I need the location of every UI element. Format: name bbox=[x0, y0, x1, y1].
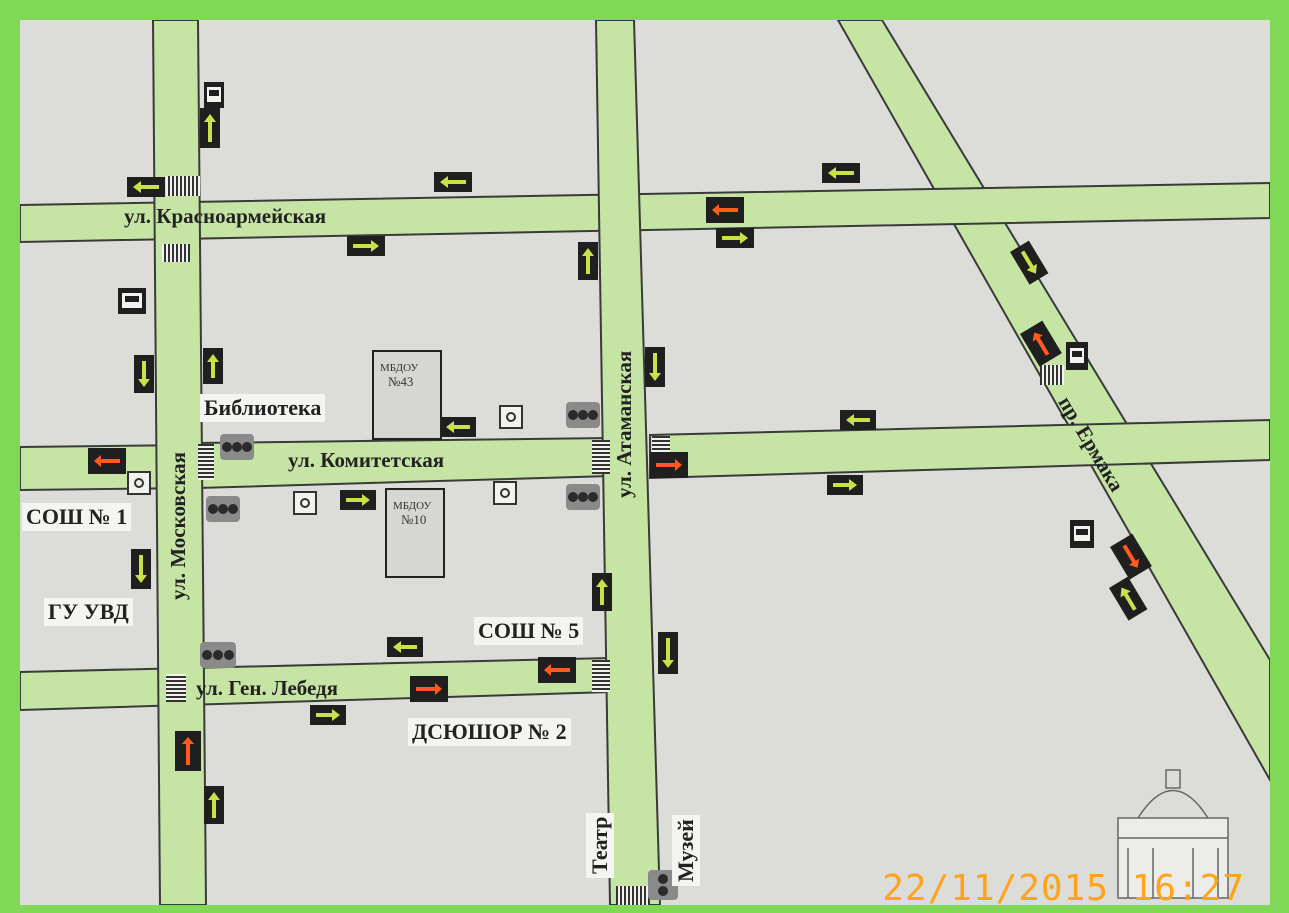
one-way-arrow-sign bbox=[578, 242, 598, 280]
one-way-arrow-sign bbox=[840, 410, 876, 430]
one-way-arrow-sign bbox=[592, 573, 612, 611]
one-way-arrow-sign bbox=[1010, 240, 1049, 285]
one-way-arrow-sign bbox=[203, 348, 223, 384]
traffic-light-icon bbox=[566, 402, 600, 428]
oncoming-arrow-sign bbox=[650, 452, 688, 478]
pedestrian-crossing bbox=[166, 176, 200, 196]
one-way-arrow-sign bbox=[827, 475, 863, 495]
hand-drawn-map: МБДОУ №43 МБДОУ №10 ул. Красноармейская … bbox=[20, 20, 1270, 905]
cathedral-drawing bbox=[1117, 769, 1229, 899]
building-label: МБДОУ bbox=[380, 362, 419, 374]
pedestrian-crossing bbox=[592, 440, 610, 474]
caution-sign bbox=[499, 405, 523, 429]
bus-stop-sign bbox=[1070, 520, 1094, 548]
traffic-light-icon bbox=[566, 484, 600, 510]
kindergarten-43-building: МБДОУ №43 bbox=[372, 350, 442, 440]
oncoming-arrow-sign bbox=[538, 657, 576, 683]
one-way-arrow-sign bbox=[434, 172, 472, 192]
pedestrian-crossing bbox=[616, 886, 650, 905]
traffic-light-icon bbox=[220, 434, 254, 460]
street-name-moskovskaya: ул. Московская bbox=[166, 452, 190, 600]
kindergarten-10-building: МБДОУ №10 bbox=[385, 488, 445, 578]
caution-sign bbox=[493, 481, 517, 505]
building-label: МБДОУ bbox=[393, 500, 432, 512]
oncoming-arrow-sign bbox=[1019, 320, 1062, 367]
place-sports-school-2: ДСЮШОР № 2 bbox=[408, 718, 571, 746]
one-way-arrow-sign bbox=[127, 177, 165, 197]
photo-timestamp: 22/11/2015 16:27 bbox=[882, 868, 1245, 909]
one-way-arrow-sign bbox=[822, 163, 860, 183]
street-name-komitetskaya: ул. Комитетская bbox=[288, 448, 445, 472]
caution-sign bbox=[293, 491, 317, 515]
one-way-arrow-sign bbox=[658, 632, 678, 674]
one-way-arrow-sign bbox=[440, 417, 476, 437]
traffic-light-icon bbox=[206, 496, 240, 522]
building-number: №10 bbox=[401, 512, 427, 527]
one-way-arrow-sign bbox=[131, 549, 151, 589]
one-way-arrow-sign bbox=[387, 637, 423, 657]
one-way-arrow-sign bbox=[200, 108, 220, 148]
place-school-5: СОШ № 5 bbox=[474, 617, 584, 645]
one-way-arrow-sign bbox=[716, 228, 754, 248]
road-network bbox=[20, 20, 1270, 905]
oncoming-arrow-sign bbox=[1110, 533, 1152, 580]
one-way-arrow-sign bbox=[134, 355, 154, 393]
place-library: Библиотека bbox=[200, 394, 326, 422]
traffic-light-icon bbox=[200, 642, 236, 668]
place-theatre: Театр bbox=[586, 812, 614, 878]
place-museum: Музей bbox=[672, 815, 700, 886]
bus-stop-sign bbox=[1066, 342, 1088, 370]
oncoming-arrow-sign bbox=[410, 676, 448, 702]
one-way-arrow-sign bbox=[204, 786, 224, 824]
pedestrian-crossing bbox=[166, 674, 186, 702]
oncoming-arrow-sign bbox=[706, 197, 744, 223]
pedestrian-crossing bbox=[1040, 365, 1064, 385]
one-way-arrow-sign bbox=[347, 236, 385, 256]
bus-stop-sign bbox=[204, 82, 224, 108]
one-way-arrow-sign bbox=[1109, 576, 1148, 621]
place-school-1: СОШ № 1 bbox=[22, 503, 132, 531]
oncoming-arrow-sign bbox=[175, 731, 201, 771]
street-name-krasnoarmeyskaya: ул. Красноармейская bbox=[124, 204, 327, 228]
pedestrian-crossing bbox=[198, 444, 214, 480]
pedestrian-crossing bbox=[162, 244, 190, 262]
one-way-arrow-sign bbox=[645, 347, 665, 387]
traffic-light-icon bbox=[648, 870, 678, 900]
street-name-gen-lebedya: ул. Ген. Лебедя bbox=[196, 676, 339, 700]
caution-sign bbox=[127, 471, 151, 495]
one-way-arrow-sign bbox=[340, 490, 376, 510]
road-komitetskaya-east bbox=[649, 418, 1270, 480]
building-number: №43 bbox=[388, 374, 414, 389]
road-ermaka bbox=[836, 20, 1270, 783]
pedestrian-crossing bbox=[592, 660, 610, 692]
oncoming-arrow-sign bbox=[88, 448, 126, 474]
street-name-atamanskaya: ул. Атаманская bbox=[612, 350, 636, 498]
road-krasnoarmeyskaya bbox=[20, 181, 1270, 244]
one-way-arrow-sign bbox=[310, 705, 346, 725]
bus-stop-sign bbox=[118, 288, 146, 314]
place-police-department: ГУ УВД bbox=[44, 598, 133, 626]
